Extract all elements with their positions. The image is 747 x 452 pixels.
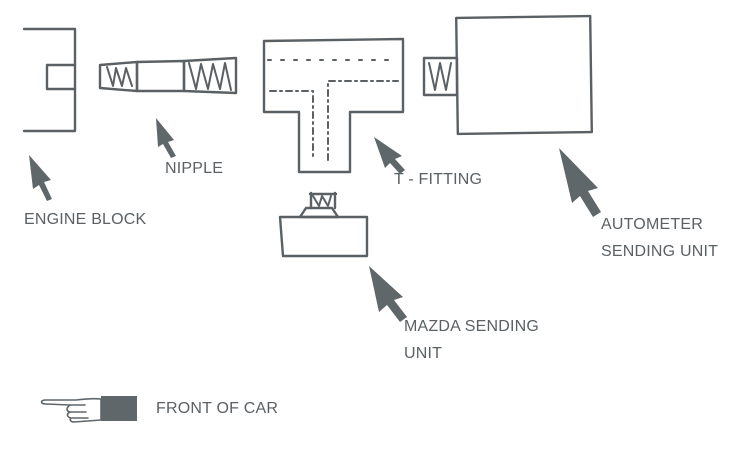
label-nipple: NIPPLE (165, 160, 224, 177)
threaded-adapter-shape (422, 56, 459, 97)
label-mazda-line2: UNIT (404, 345, 443, 362)
label-front-of-car: FRONT OF CAR (156, 400, 279, 417)
mazda-sending-unit-shape (278, 191, 369, 258)
arrow-cursor-icon (156, 118, 176, 158)
label-autometer-line2: SENDING UNIT (601, 243, 719, 260)
autometer-sending-unit-shape (454, 14, 594, 136)
t-fitting-shape (262, 37, 405, 174)
label-t-fitting: T - FITTING (394, 171, 483, 188)
label-autometer-line1: AUTOMETER (601, 216, 703, 233)
arrow-cursor-icon (29, 155, 52, 201)
label-engine-block: ENGINE BLOCK (24, 211, 147, 228)
label-mazda-line1: MAZDA SENDING (404, 318, 540, 335)
nipple-shape (98, 56, 238, 95)
pointing-hand-icon (40, 396, 137, 423)
label-mazda-sending-unit: MAZDA SENDING UNIT (404, 313, 539, 367)
arrow-cursor-icon (369, 266, 407, 322)
arrow-cursor-icon (374, 137, 405, 174)
arrow-cursor-icon (559, 148, 601, 217)
engine-block-shape (22, 27, 77, 133)
label-autometer-sending-unit: AUTOMETER SENDING UNIT (601, 211, 718, 265)
